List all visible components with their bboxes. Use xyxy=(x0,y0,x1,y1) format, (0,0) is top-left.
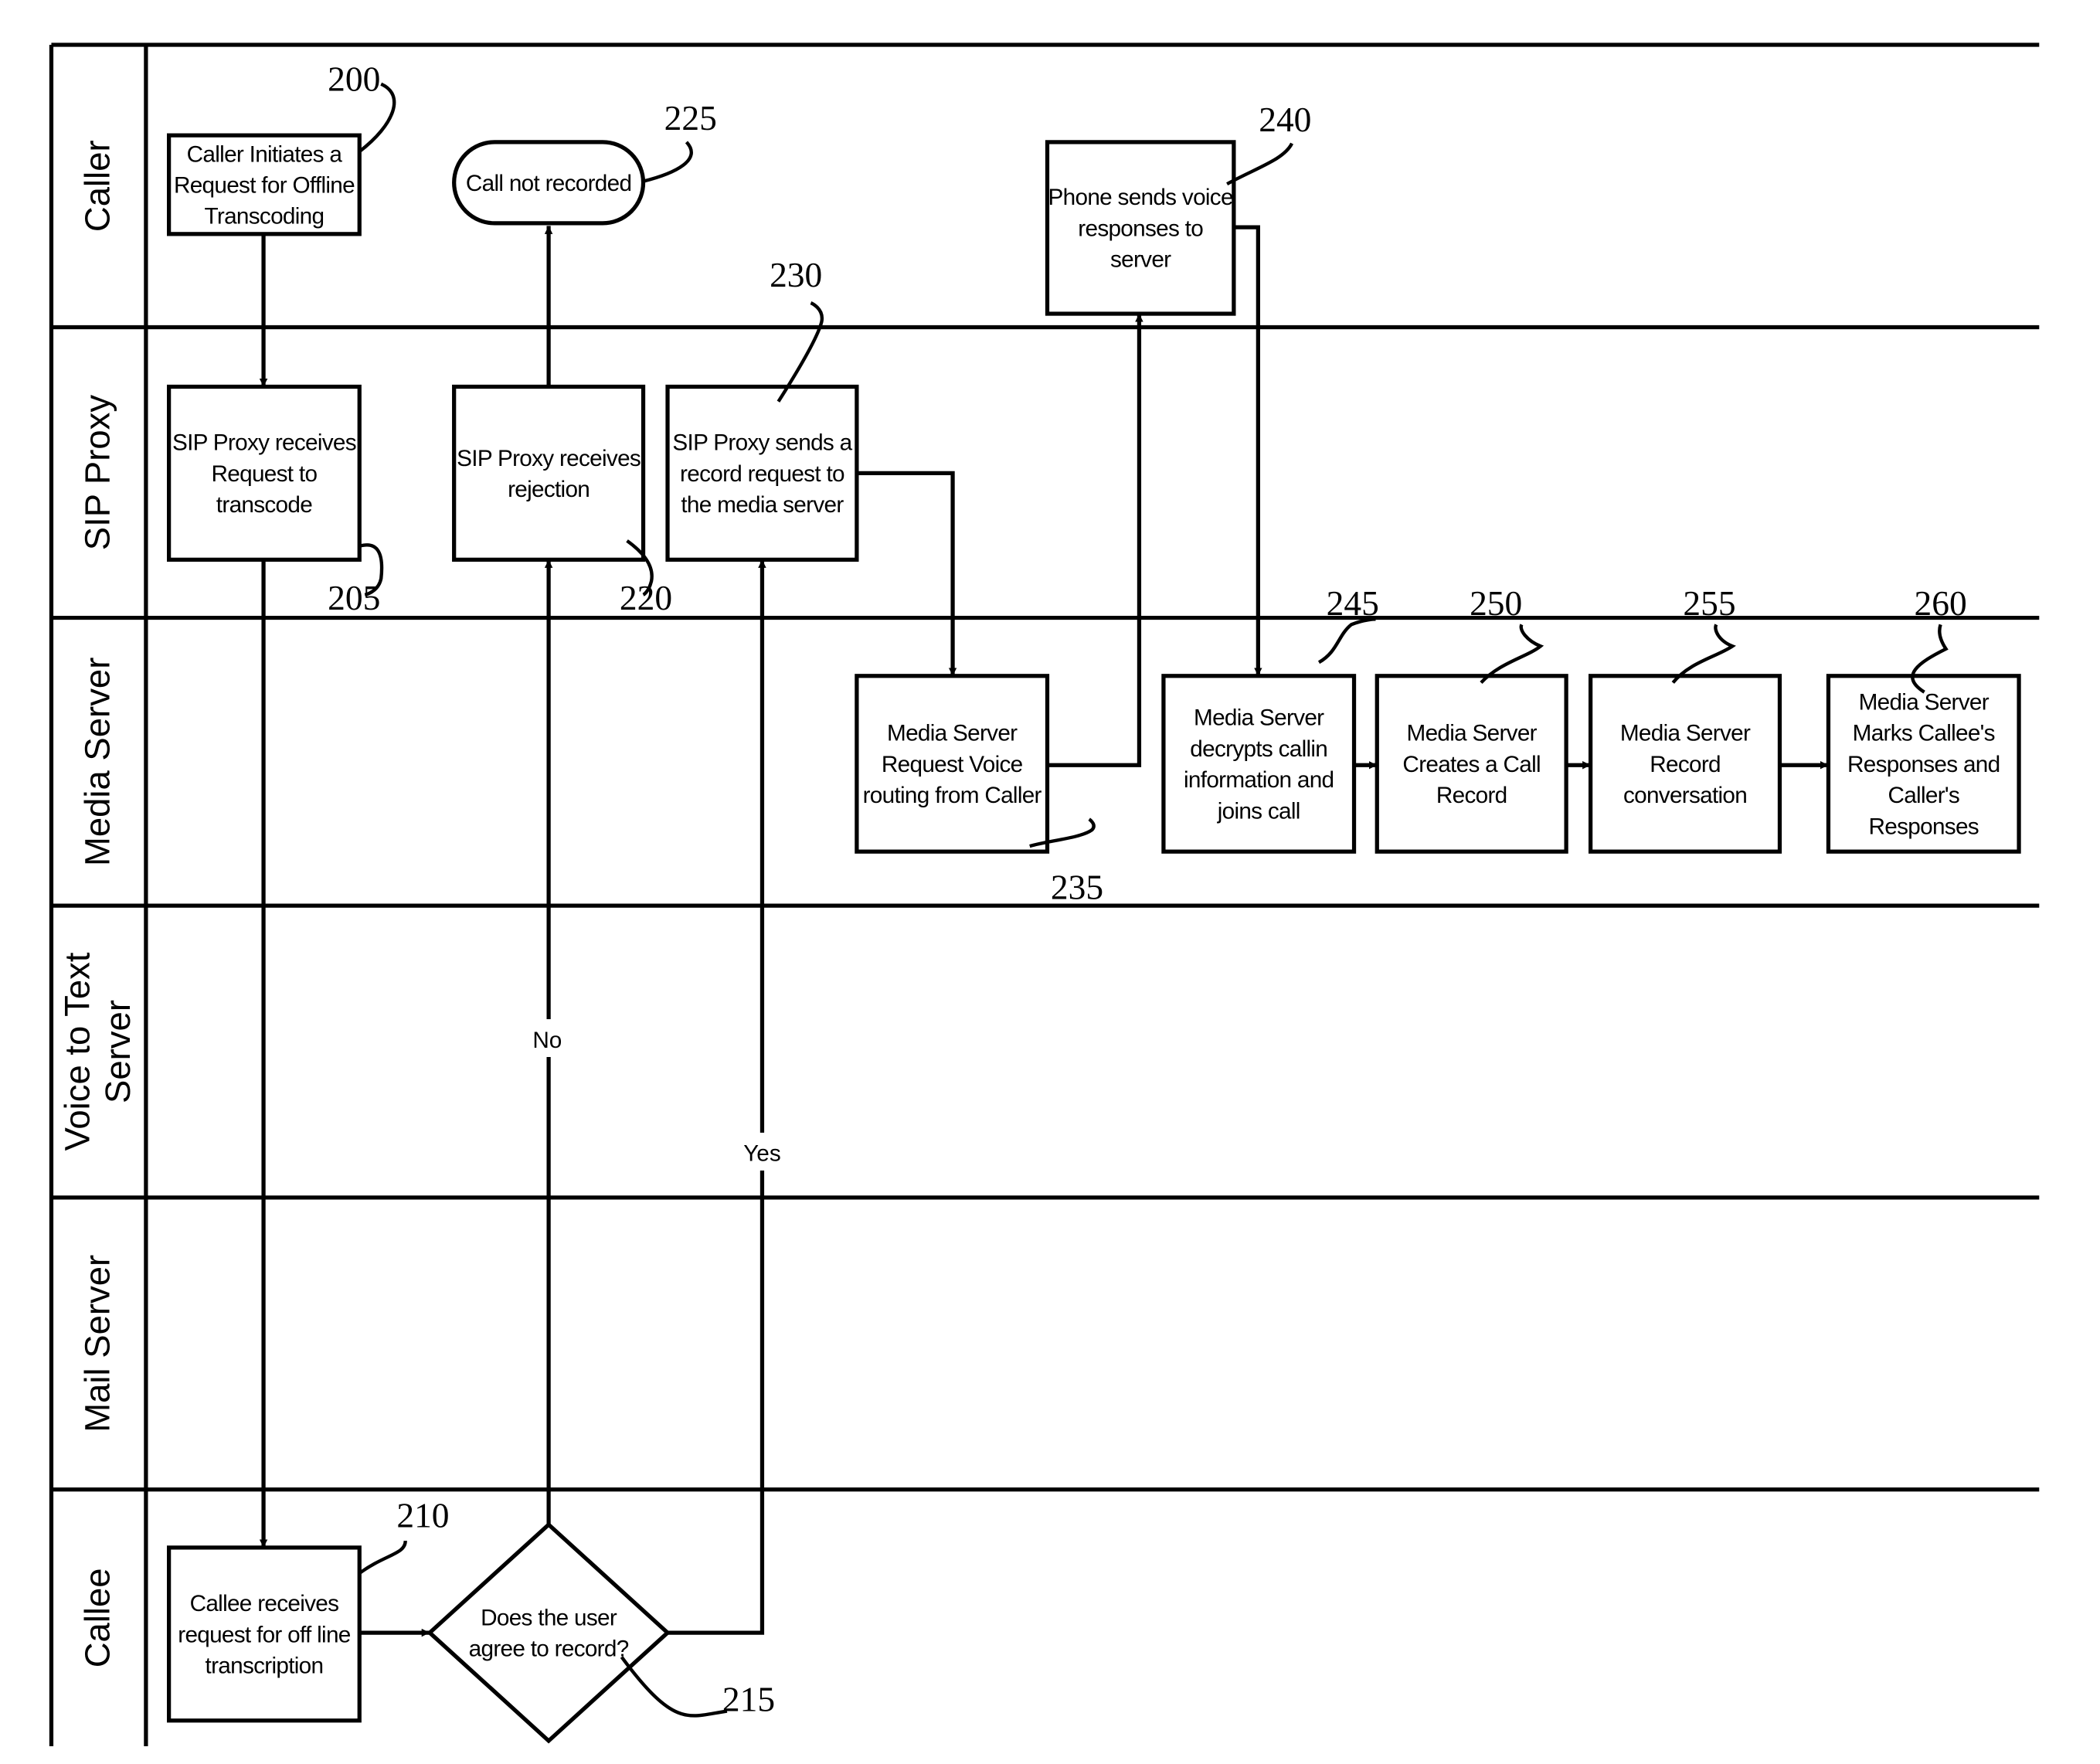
edge-label-yes: Yes xyxy=(743,1141,780,1167)
node-230: SIP Proxy sends arecord request tothe me… xyxy=(668,386,857,559)
edge-215-to-230 xyxy=(668,559,762,1633)
node-255: Media ServerRecordconversation xyxy=(1591,676,1780,851)
ref-numeral-240: 240 xyxy=(1259,100,1311,139)
node-225: Call not recorded xyxy=(454,142,644,223)
ref-leader-225 xyxy=(644,142,692,182)
ref-numeral-225: 225 xyxy=(664,98,717,138)
node-250: Media ServerCreates a CallRecord xyxy=(1377,676,1566,851)
ref-numeral-255: 255 xyxy=(1683,583,1735,623)
ref-leader-245 xyxy=(1319,619,1375,662)
node-205: SIP Proxy receivesRequest totranscode xyxy=(169,386,360,559)
ref-numeral-235: 235 xyxy=(1051,867,1103,906)
lane-label-callee: Callee xyxy=(78,1568,117,1667)
process-box xyxy=(1164,676,1354,851)
node-240: Phone sends voiceresponses toserver xyxy=(1048,142,1234,314)
ref-numeral-230: 230 xyxy=(770,255,822,294)
ref-numeral-215: 215 xyxy=(722,1680,775,1719)
ref-leader-210 xyxy=(359,1541,405,1573)
lane-label-caller: Caller xyxy=(78,140,117,232)
node-210: Callee receivesrequest for off linetrans… xyxy=(169,1548,360,1721)
process-box xyxy=(454,386,644,559)
edge-label-no: No xyxy=(532,1028,562,1053)
node-260: Media ServerMarks Callee'sResponses andC… xyxy=(1828,676,2019,851)
node-label: Media ServerRequest Voicerouting from Ca… xyxy=(863,721,1042,808)
decision-diamond xyxy=(430,1524,668,1741)
ref-leader-240 xyxy=(1227,144,1292,184)
node-label: Media ServerMarks Callee'sResponses andC… xyxy=(1847,689,2000,839)
lane-label-voice-to-text: Voice to TextServer xyxy=(57,952,137,1151)
ref-numeral-220: 220 xyxy=(620,578,672,617)
ref-numeral-200: 200 xyxy=(328,59,380,98)
edge-240-to-245 xyxy=(1234,227,1258,676)
ref-numeral-205: 205 xyxy=(328,578,380,617)
ref-leader-215 xyxy=(622,1657,727,1716)
lane-label-mail-server: Mail Server xyxy=(78,1255,117,1433)
ref-numeral-210: 210 xyxy=(396,1496,449,1535)
node-220: SIP Proxy receivesrejection xyxy=(454,386,644,559)
node-200: Caller Initiates aRequest for OfflineTra… xyxy=(169,135,360,234)
lane-label-sip-proxy: SIP Proxy xyxy=(78,395,117,551)
edge-230-to-235 xyxy=(857,473,953,675)
node-215: Does the useragree to record? xyxy=(430,1524,668,1741)
ref-numeral-260: 260 xyxy=(1915,583,1967,623)
node-245: Media Serverdecrypts callininformation a… xyxy=(1164,676,1354,851)
node-235: Media ServerRequest Voicerouting from Ca… xyxy=(857,676,1048,851)
ref-numeral-245: 245 xyxy=(1327,583,1379,623)
node-label: SIP Proxy sends arecord request tothe me… xyxy=(672,430,852,518)
ref-numeral-250: 250 xyxy=(1470,583,1522,623)
node-label: Call not recorded xyxy=(466,171,631,196)
lane-label-media-server: Media Server xyxy=(78,658,117,866)
edge-235-to-240 xyxy=(1048,314,1140,765)
